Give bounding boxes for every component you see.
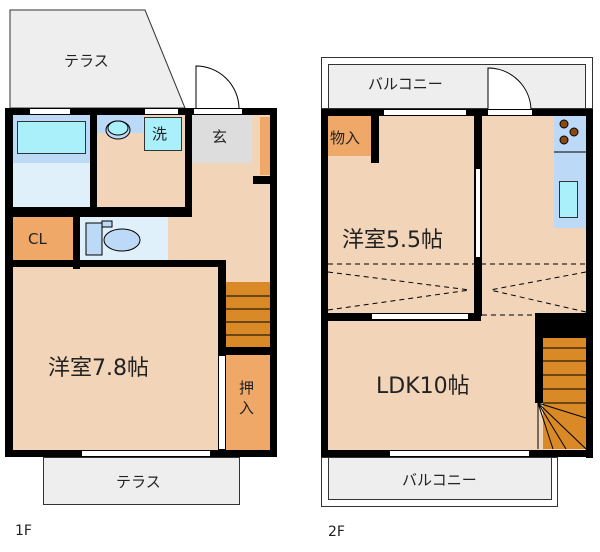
entrance — [192, 115, 252, 163]
kitchen-sink-icon — [559, 181, 578, 218]
storage — [328, 116, 371, 156]
wall — [535, 313, 543, 403]
closet-label: CL — [28, 230, 47, 248]
wall — [5, 190, 13, 452]
sliding-door[interactable] — [475, 168, 481, 258]
oshiire-closet — [226, 355, 270, 450]
floor-label-1f: 1F — [15, 523, 32, 539]
wall — [5, 108, 277, 115]
terrace-bottom-label: テラス — [116, 473, 161, 491]
wall — [586, 109, 593, 458]
wall — [218, 260, 226, 355]
wall — [535, 313, 593, 338]
wall — [73, 217, 80, 269]
window — [384, 109, 466, 116]
washing-machine-icon — [144, 117, 182, 151]
wall — [253, 176, 277, 184]
ldk-label: LDK10帖 — [376, 374, 470, 399]
balcony-top-label: バルコニー — [368, 75, 443, 93]
western-room-1f-label: 洋室7.8帖 — [48, 356, 149, 381]
wall — [5, 108, 13, 197]
staircase-2f — [543, 338, 586, 449]
closet — [13, 217, 73, 260]
wall — [90, 115, 97, 210]
wall — [371, 116, 379, 163]
balcony-bottom — [328, 457, 552, 500]
window — [30, 108, 70, 115]
window — [82, 450, 210, 457]
window — [145, 108, 178, 115]
shoe-closet — [260, 117, 270, 175]
staircase-1f — [226, 282, 270, 347]
floor-label-2f: 2F — [328, 524, 345, 540]
wash-label: 洗 — [152, 125, 168, 143]
sliding-door[interactable] — [218, 355, 226, 450]
entrance-door[interactable] — [194, 108, 242, 115]
wall — [321, 109, 328, 458]
terrace-top-label: テラス — [64, 52, 109, 70]
wall — [218, 347, 277, 355]
storage-label: 物入 — [330, 129, 361, 147]
balcony-door[interactable] — [488, 109, 532, 116]
wall — [5, 207, 192, 217]
oshiire-label: 押入 — [239, 379, 255, 417]
terrace-bottom — [43, 457, 240, 505]
balcony-bottom-label: バルコニー — [402, 471, 477, 489]
bathtub-icon — [17, 121, 86, 154]
wall — [270, 190, 277, 452]
wall — [270, 108, 277, 197]
wall — [185, 115, 192, 217]
entrance-label: 玄 — [212, 128, 228, 146]
wall — [5, 260, 225, 267]
balcony-top — [328, 64, 586, 109]
sliding-door[interactable] — [372, 313, 468, 320]
western-room-2f-label: 洋室5.5帖 — [342, 228, 443, 253]
window — [390, 450, 529, 457]
